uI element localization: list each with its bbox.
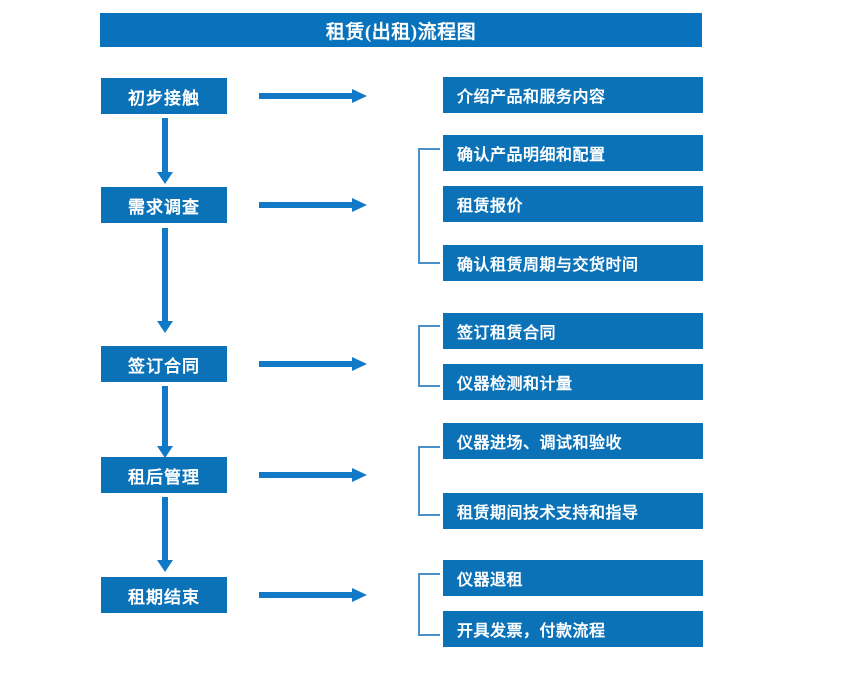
detail-box-2-3[interactable]: 确认租赁周期与交货时间 (443, 245, 703, 281)
stage-box-5[interactable]: 租期结束 (101, 577, 227, 613)
flow-arrow-right-5 (259, 588, 367, 602)
arrow-shaft (162, 386, 168, 446)
arrow-shaft (162, 497, 168, 560)
flow-arrow-right-3 (259, 357, 367, 371)
arrow-head (157, 321, 173, 333)
detail-box-2-2[interactable]: 租赁报价 (443, 186, 703, 222)
flow-arrow-right-2 (259, 198, 367, 212)
flow-arrow-right-4 (259, 468, 367, 482)
arrow-head (352, 198, 367, 212)
arrow-head (352, 357, 367, 371)
detail-box-3-1[interactable]: 签订租赁合同 (443, 313, 703, 349)
detail-box-1-1[interactable]: 介绍产品和服务内容 (443, 77, 703, 113)
stage-box-3[interactable]: 签订合同 (101, 346, 227, 382)
detail-box-2-1[interactable]: 确认产品明细和配置 (443, 135, 703, 171)
detail-box-4-2[interactable]: 租赁期间技术支持和指导 (443, 493, 703, 529)
group-bracket-3 (418, 325, 440, 387)
arrow-shaft (259, 202, 353, 208)
arrow-shaft (259, 93, 353, 99)
stage-box-4[interactable]: 租后管理 (101, 457, 227, 493)
arrow-shaft (259, 472, 353, 478)
group-bracket-5 (418, 573, 440, 636)
flow-arrow-right-1 (259, 89, 367, 103)
arrow-head (352, 468, 367, 482)
group-bracket-4 (418, 446, 440, 516)
arrow-head (352, 89, 367, 103)
arrow-head (352, 588, 367, 602)
flow-arrow-down-1 (157, 118, 173, 184)
arrow-head (157, 172, 173, 184)
flow-arrow-down-4 (157, 497, 173, 572)
detail-box-3-2[interactable]: 仪器检测和计量 (443, 364, 703, 400)
diagram-title: 租赁(出租)流程图 (100, 13, 702, 47)
arrow-head (157, 560, 173, 572)
detail-box-5-2[interactable]: 开具发票，付款流程 (443, 611, 703, 647)
stage-box-2[interactable]: 需求调查 (101, 187, 227, 223)
arrow-shaft (162, 118, 168, 172)
detail-box-5-1[interactable]: 仪器退租 (443, 560, 703, 596)
arrow-shaft (162, 228, 168, 321)
arrow-shaft (259, 361, 353, 367)
flow-arrow-down-2 (157, 228, 173, 333)
group-bracket-2 (418, 148, 440, 264)
arrow-shaft (259, 592, 353, 598)
flow-arrow-down-3 (157, 386, 173, 458)
detail-box-4-1[interactable]: 仪器进场、调试和验收 (443, 423, 703, 459)
arrow-head (157, 446, 173, 458)
stage-box-1[interactable]: 初步接触 (101, 78, 227, 114)
